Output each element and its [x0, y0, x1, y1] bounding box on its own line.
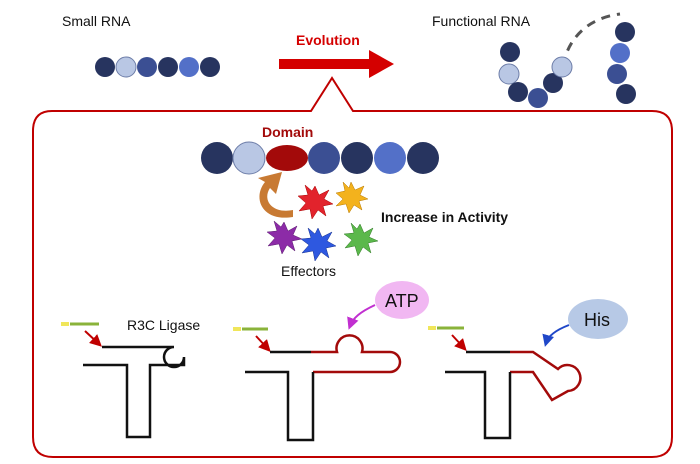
evolved-domain: [510, 350, 582, 402]
nucleotide: [498, 63, 520, 85]
effector-star-purple: [266, 220, 303, 255]
nucleotide: [528, 88, 548, 108]
substrate-tag: [428, 326, 436, 330]
nucleotide: [615, 22, 635, 42]
domain-element: [266, 145, 308, 171]
nucleotide: [610, 43, 630, 63]
his-bubble: [568, 299, 628, 339]
atp-bubble: [375, 281, 429, 319]
substrate-arrow: [84, 330, 102, 347]
domain-label: Domain: [262, 124, 313, 140]
effector-star-green: [343, 222, 379, 257]
nucleotide: [115, 56, 137, 78]
substrate-tag: [61, 322, 69, 326]
small-rna-label: Small RNA: [62, 13, 131, 29]
evolution-arrow: [279, 50, 394, 78]
rotation-arrow: [258, 172, 293, 218]
nucleotide: [407, 142, 439, 174]
nucleotide: [95, 57, 115, 77]
nucleotide: [179, 57, 199, 77]
nucleotide: [500, 42, 520, 62]
functional-rna-chain: [498, 12, 636, 108]
nucleotide: [158, 57, 178, 77]
atp-label: ATP: [385, 291, 419, 311]
his-arrow: [542, 324, 570, 347]
effectors-label: Effectors: [281, 263, 336, 279]
nucleotide: [607, 64, 627, 84]
his-label: His: [584, 310, 610, 330]
r3c-ligase-label: R3C Ligase: [127, 317, 200, 333]
nucleotide: [374, 142, 406, 174]
effector-star-blue: [300, 227, 337, 262]
nucleotide: [616, 84, 636, 104]
evolution-label: Evolution: [296, 32, 360, 48]
substrate-arrow: [255, 335, 271, 352]
ligase-backbone: [445, 370, 512, 440]
nucleotide: [508, 82, 528, 102]
detail-callout-frame: [32, 76, 673, 458]
increase-in-activity-label: Increase in Activity: [381, 209, 508, 225]
evolved-domain: [311, 334, 402, 374]
atp-arrow: [347, 304, 376, 330]
atp-ligase-structure: ATP: [233, 281, 429, 442]
substrate-tag: [233, 327, 241, 331]
ligase-backbone: [245, 370, 315, 442]
nucleotide: [201, 142, 233, 174]
nucleotide: [543, 73, 563, 93]
nucleotide: [232, 141, 266, 175]
effector-star-red: [297, 184, 334, 220]
nucleotide: [200, 57, 220, 77]
effectors-group: [266, 181, 379, 262]
substrate-arrow: [451, 334, 467, 351]
ligase-backbone: [83, 345, 186, 439]
effector-star-orange: [335, 181, 369, 214]
nucleotide: [341, 142, 373, 174]
functional-rna-label: Functional RNA: [432, 13, 531, 29]
domain-rna-chain: [201, 141, 439, 175]
r3c-ligase-structure: R3C Ligase: [61, 317, 200, 439]
his-ligase-structure: His: [428, 299, 628, 440]
nucleotide: [137, 57, 157, 77]
nucleotide: [551, 56, 573, 78]
nucleotide: [308, 142, 340, 174]
small-rna-chain: [95, 56, 220, 78]
